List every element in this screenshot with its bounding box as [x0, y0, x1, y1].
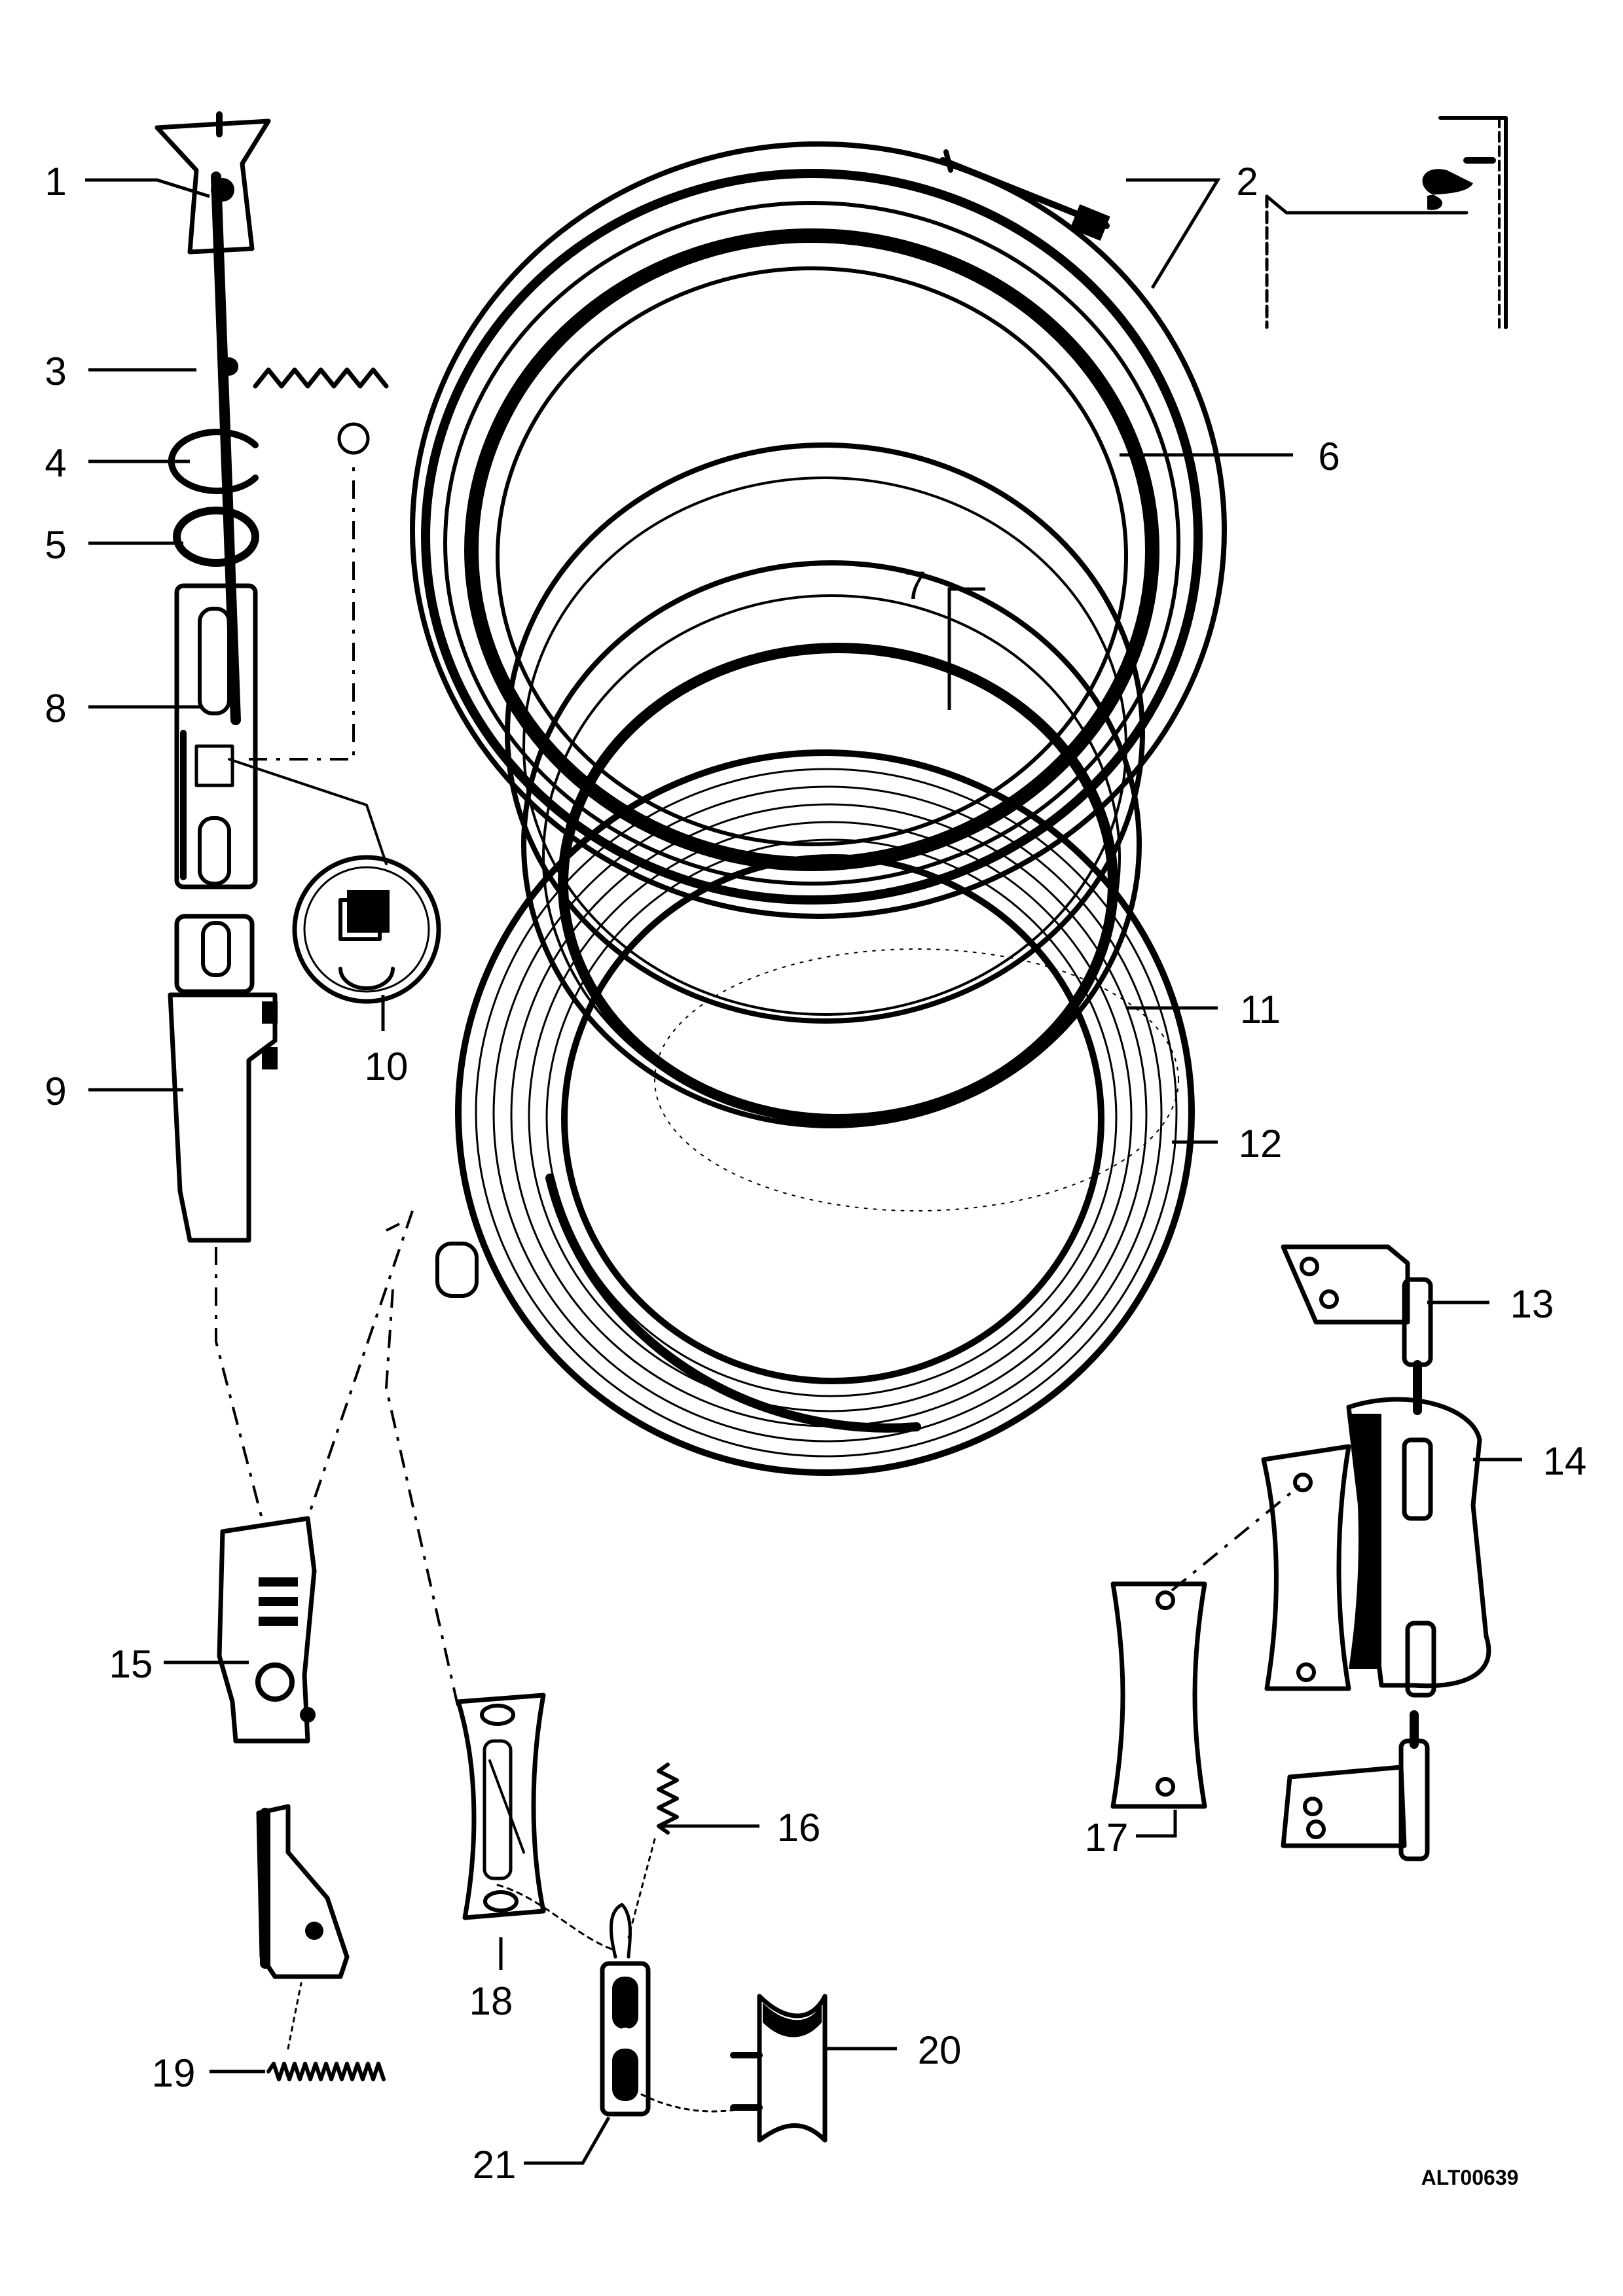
outer-door-shell [410, 141, 1227, 919]
leader-lines [85, 178, 1522, 2165]
roller-keeper [496, 1884, 748, 2117]
callout-15: 15 [109, 1642, 153, 1686]
rod-top-bracket [155, 111, 271, 255]
switch-housing [168, 914, 278, 1243]
callout-5: 5 [45, 523, 66, 567]
latch-rod [211, 171, 241, 725]
latch-dash-links [215, 1210, 460, 1709]
latch-spring [266, 1982, 386, 2081]
gasket-cross-section [1265, 116, 1508, 329]
callout-13: 13 [1510, 1282, 1554, 1326]
hinge-body [1261, 1397, 1491, 1698]
actuator-link [228, 458, 388, 865]
rod-guide-plate [174, 583, 258, 889]
door-clamp-screw [939, 149, 1110, 241]
inner-door-glass-ring [505, 442, 1145, 1128]
latch-pawl [256, 1804, 350, 1979]
callout-1: 1 [45, 160, 66, 204]
callout-14: 14 [1543, 1439, 1587, 1483]
callout-2: 2 [1236, 160, 1258, 204]
washer [173, 507, 259, 567]
reference-code: ALT00639 [1421, 2166, 1519, 2189]
keeper-spring [627, 1763, 679, 1939]
small-spring [253, 367, 389, 455]
roller-block [730, 1994, 828, 2143]
callout-3: 3 [45, 350, 66, 393]
cam-disc [292, 855, 441, 1004]
callout-8: 8 [45, 687, 66, 730]
callout-12: 12 [1239, 1122, 1283, 1166]
strike-plate [456, 1693, 546, 1920]
hinge-shim [1110, 1484, 1301, 1809]
callout-9: 9 [45, 1069, 66, 1113]
callout-7: 7 [904, 564, 926, 607]
callout-6: 6 [1318, 435, 1340, 478]
door-trim-ring [435, 749, 1195, 1476]
callout-labels: 1 2 3 4 5 6 7 8 9 10 11 12 13 14 15 16 1… [45, 160, 1586, 2187]
callout-20: 20 [918, 2028, 962, 2072]
callout-18: 18 [469, 1979, 513, 2023]
callout-4: 4 [45, 441, 66, 485]
callout-19: 19 [152, 2051, 196, 2095]
lower-hinge-leaf [1281, 1710, 1430, 1861]
callout-17: 17 [1085, 1816, 1129, 1859]
callout-21: 21 [473, 2143, 517, 2187]
door-latch-assembly [217, 1516, 317, 1744]
callout-16: 16 [777, 1806, 821, 1850]
callout-10: 10 [365, 1045, 409, 1088]
callout-11: 11 [1240, 988, 1281, 1031]
upper-hinge-leaf [1281, 1244, 1433, 1415]
